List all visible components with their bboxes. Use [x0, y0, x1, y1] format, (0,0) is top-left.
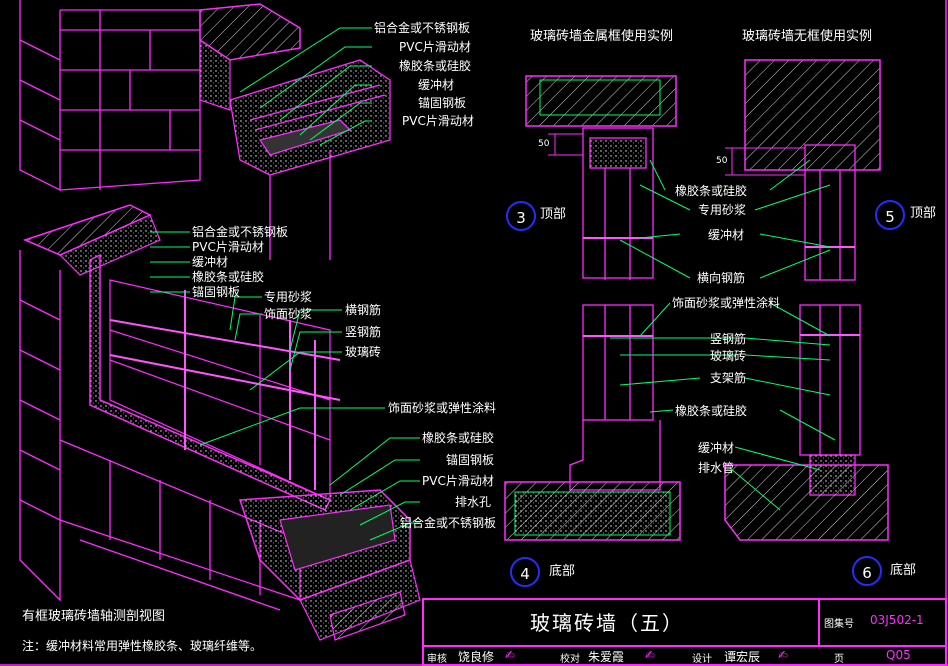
checker-name: 朱爱霞	[588, 650, 625, 664]
iso-label: 缓冲材	[418, 78, 455, 92]
isometric-view	[19, 0, 421, 641]
iso-label: 饰面砂浆或弹性涂料	[388, 401, 497, 415]
atlas-label: 图集号	[824, 619, 854, 630]
section-label: 竖钢筋	[710, 332, 747, 346]
detail-marker-3: 3	[506, 201, 536, 231]
iso-label: 排水孔	[455, 495, 492, 509]
section-label: 排水管	[698, 461, 735, 475]
iso-label: PVC片滑动材	[192, 240, 264, 254]
detail-label-5: 顶部	[910, 206, 937, 221]
iso-view-title: 有框玻璃砖墙轴测剖视图	[22, 609, 166, 624]
detail-marker-5: 5	[875, 200, 905, 230]
iso-label: 专用砂浆	[264, 290, 313, 304]
iso-label: 橡胶条或硅胶	[422, 431, 495, 445]
title-block	[422, 598, 947, 666]
auditor-signature: ✍	[505, 648, 516, 662]
iso-label: 竖钢筋	[345, 325, 382, 339]
page-label: 页	[834, 654, 844, 665]
checker-signature: ✍	[645, 648, 656, 662]
dimension-text: 50	[538, 139, 550, 149]
title-block-rule	[422, 645, 947, 647]
dimension-text: 50	[716, 156, 728, 166]
section-label: 支架筋	[710, 371, 747, 385]
title-block-divider	[818, 598, 947, 645]
design-label: 设计	[692, 654, 712, 665]
auditor-name: 饶良修	[458, 650, 495, 664]
iso-label: 锚固钢板	[446, 453, 495, 467]
section-label: 橡胶条或硅胶	[675, 184, 748, 198]
iso-label: PVC片滑动材	[422, 474, 494, 488]
atlas-number: 03J502-1	[870, 613, 924, 627]
iso-label: 锚固钢板	[418, 96, 467, 110]
note-text: 注：缓冲材料常用弹性橡胶条、玻璃纤维等。	[22, 639, 263, 653]
section-label: 横向钢筋	[697, 271, 746, 285]
frameless-title: 玻璃砖墙无框使用实例	[742, 29, 873, 44]
iso-label: PVC片滑动材	[399, 40, 471, 54]
iso-label: 铝合金或不锈钢板	[192, 225, 289, 239]
iso-label: 饰面砂浆	[264, 307, 313, 321]
section-label: 缓冲材	[708, 228, 745, 242]
iso-label: 铝合金或不锈钢板	[400, 516, 497, 530]
iso-label: 锚固钢板	[192, 285, 241, 299]
designer-name: 谭宏辰	[724, 650, 761, 664]
section-label: 缓冲材	[698, 441, 735, 455]
detail-label-3: 顶部	[540, 207, 567, 222]
iso-label: 横钢筋	[345, 303, 382, 317]
section-label: 橡胶条或硅胶	[675, 404, 748, 418]
iso-label: 玻璃砖	[345, 345, 382, 359]
audit-label: 审核	[427, 654, 447, 665]
section-label: 专用砂浆	[698, 203, 747, 217]
iso-label: 缓冲材	[192, 255, 229, 269]
section-label: 玻璃砖	[710, 349, 747, 363]
metal-frame-title: 玻璃砖墙金属框使用实例	[530, 29, 674, 44]
iso-label: PVC片滑动材	[402, 114, 474, 128]
detail-marker-6: 6	[852, 556, 882, 586]
designer-signature: ✍	[778, 648, 789, 662]
page-number: Q05	[886, 648, 911, 662]
iso-label: 橡胶条或硅胶	[399, 59, 472, 73]
detail-marker-4: 4	[510, 557, 540, 587]
iso-label: 橡胶条或硅胶	[192, 270, 265, 284]
check-label: 校对	[560, 654, 580, 665]
detail-label-4: 底部	[549, 564, 576, 579]
iso-label: 铝合金或不锈钢板	[374, 21, 471, 35]
drawing-title: 玻璃砖墙（五）	[530, 611, 684, 635]
detail-label-6: 底部	[890, 563, 917, 578]
section-label: 饰面砂浆或弹性涂料	[672, 296, 781, 310]
section-details	[504, 59, 889, 541]
